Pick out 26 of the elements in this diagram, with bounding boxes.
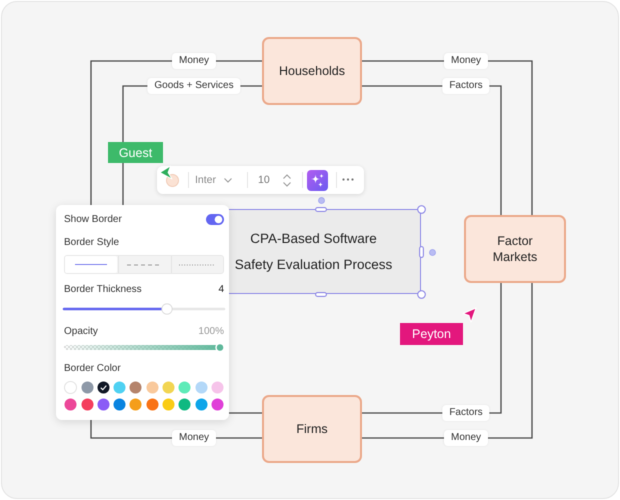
setting-value: 4 <box>218 282 224 296</box>
setting-value: 100% <box>198 324 224 338</box>
font-size-stepper: 10 <box>258 171 291 189</box>
process-box <box>262 37 362 105</box>
edge-label: Money <box>172 53 216 69</box>
edge-label: Money <box>444 430 488 446</box>
process-box <box>262 395 362 463</box>
line-label: Money <box>172 430 216 446</box>
setting-label: Border Style <box>64 236 120 248</box>
edge-label: Goods + Services <box>147 78 241 94</box>
process-box <box>464 215 566 283</box>
setting-label: Border Color <box>64 362 121 374</box>
edge-label: Money <box>444 53 488 69</box>
node-text: Firms <box>296 421 328 437</box>
setting-label: Border Thickness <box>64 282 142 296</box>
user-name-tag: Guest <box>108 142 163 163</box>
font-picker: Inter <box>195 171 232 189</box>
node-text: Households <box>278 63 345 79</box>
setting-label: Opacity <box>64 324 98 338</box>
selected-process-box <box>229 209 421 294</box>
setting-label: Show Border <box>64 212 122 226</box>
node-text: CPA-Based Software Safety Evaluation Process <box>234 230 394 274</box>
edge-label: Factors <box>442 78 490 94</box>
edge-label: Factors <box>442 405 490 421</box>
user-name-tag: Peyton <box>400 323 463 345</box>
node-text: Factor Markets <box>492 233 538 265</box>
